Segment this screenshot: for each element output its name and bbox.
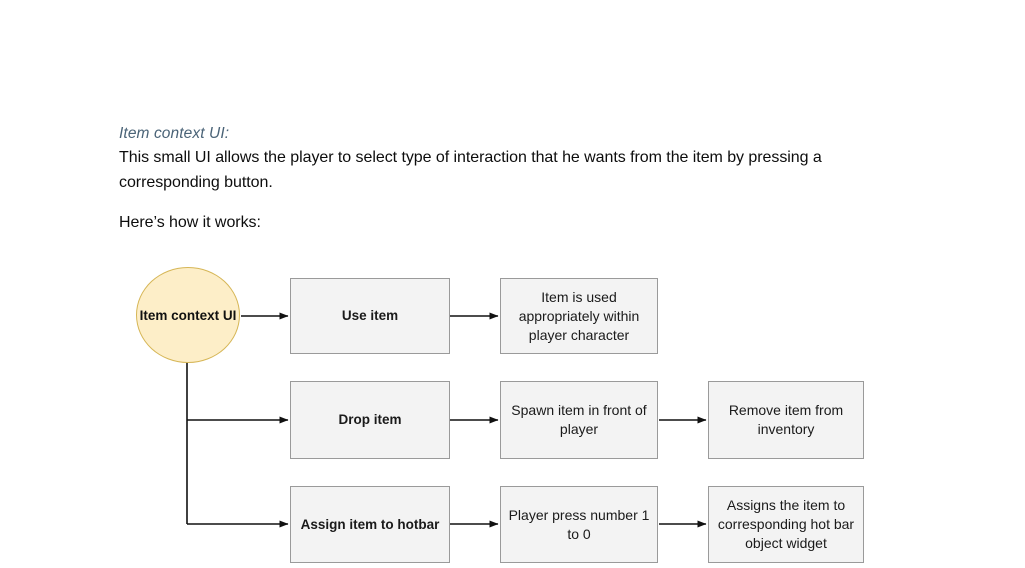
node-drop-item[interactable]: Drop item xyxy=(290,381,450,459)
how-it-works-paragraph: Here’s how it works: xyxy=(119,214,261,231)
node-remove-item-label: Remove item from inventory xyxy=(728,402,844,437)
intro-paragraph: This small UI allows the player to selec… xyxy=(119,149,822,191)
node-remove-item[interactable]: Remove item from inventory xyxy=(708,381,864,459)
document-text-block: Item context UI: This small UI allows th… xyxy=(119,123,919,235)
node-item-context-ui[interactable]: Item context UI xyxy=(136,267,240,363)
node-player-press-number[interactable]: Player press number 1 to 0 xyxy=(500,486,658,563)
node-assigns-hotbar-widget[interactable]: Assigns the item to corresponding hot ba… xyxy=(708,486,864,563)
node-assign-item-to-hotbar-label: Assign item to hotbar xyxy=(300,516,440,532)
node-spawn-item[interactable]: Spawn item in front of player xyxy=(500,381,658,459)
node-drop-item-label: Drop item xyxy=(338,412,402,427)
node-player-press-number-label: Player press number 1 to 0 xyxy=(508,506,650,542)
node-use-item-result[interactable]: Item is used appropriately within player… xyxy=(500,278,658,354)
node-assign-item-to-hotbar[interactable]: Assign item to hotbar xyxy=(290,486,450,563)
node-assigns-hotbar-widget-label: Assigns the item to corresponding hot ba… xyxy=(717,497,855,551)
node-use-item-label: Use item xyxy=(341,308,399,323)
node-spawn-item-label: Spawn item in front of player xyxy=(511,402,647,437)
section-heading: Item context UI: xyxy=(119,125,230,142)
node-item-context-ui-label: Item context UI xyxy=(139,307,237,323)
node-use-item-result-label: Item is used appropriately within player… xyxy=(518,288,640,343)
node-use-item[interactable]: Use item xyxy=(290,278,450,354)
